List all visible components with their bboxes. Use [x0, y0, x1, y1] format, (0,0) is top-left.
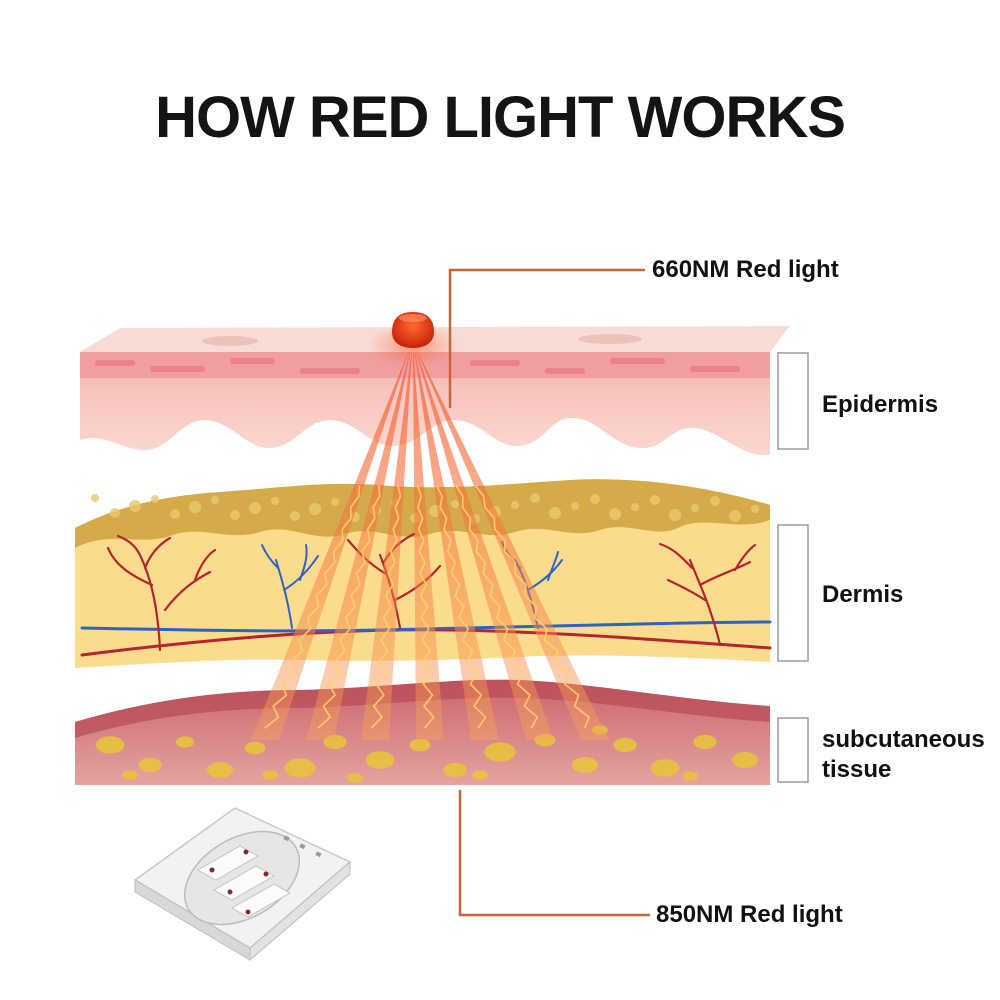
fat-cell — [207, 762, 233, 778]
label-epidermis: Epidermis — [822, 391, 939, 418]
fat-cell — [244, 741, 266, 755]
light-wave — [435, 484, 487, 729]
label-660nm-red-light: 660NM Red light — [652, 256, 839, 283]
fat-cell — [262, 770, 278, 780]
dermis-bump — [110, 508, 120, 518]
fat-cell — [650, 759, 680, 777]
dermis-bump — [331, 498, 339, 506]
fat-cell — [682, 771, 698, 781]
light-wave — [264, 485, 361, 729]
light-wave — [474, 484, 591, 729]
fat-cell — [365, 751, 395, 769]
layer-brackets — [777, 352, 809, 783]
light-beam — [416, 348, 609, 740]
dermis-bump — [710, 496, 720, 506]
callout-850 — [458, 790, 650, 917]
callout-660 — [448, 268, 645, 408]
fat-cell — [175, 736, 195, 748]
dermis-bump — [91, 494, 99, 502]
dermis-bump — [211, 496, 219, 504]
light-beam — [414, 348, 499, 740]
light-beam — [361, 348, 412, 740]
light-beam — [306, 348, 411, 740]
fat-cell — [138, 757, 162, 773]
dermis-bump — [189, 501, 201, 513]
fat-cell — [122, 770, 138, 780]
dermis-bump — [609, 508, 621, 520]
fat-cell — [732, 752, 758, 768]
fat-cell — [409, 738, 431, 752]
dermis-bump — [691, 504, 699, 512]
light-beam — [415, 348, 554, 740]
dermis-bump — [249, 502, 261, 514]
fat-cell — [95, 736, 125, 754]
dermis-bracket — [777, 524, 809, 662]
dermis-bump — [271, 497, 279, 505]
dermis-bump — [451, 500, 459, 508]
label-subcutaneous-tissue: subcutaneous tissue — [822, 726, 985, 783]
dermis-bump — [650, 495, 660, 505]
dermis-bump — [729, 510, 741, 522]
dermis-bump — [290, 511, 300, 521]
fat-cell — [572, 757, 598, 773]
subcutaneous-bracket — [777, 717, 809, 783]
dermis-bump — [530, 493, 540, 503]
dermis-bump — [309, 503, 321, 515]
page-title: HOW RED LIGHT WORKS — [155, 85, 846, 150]
dermis-bump — [170, 509, 180, 519]
dermis-bump — [549, 507, 561, 519]
fat-cell — [443, 762, 467, 778]
light-beam — [251, 348, 410, 740]
dermis-bump — [571, 502, 579, 510]
fat-cell — [284, 758, 316, 778]
fat-cell — [613, 737, 637, 753]
light-wave — [416, 484, 435, 729]
dermis-bump — [751, 505, 759, 513]
light-wave — [370, 485, 402, 729]
dermis-bump — [151, 495, 159, 503]
led-lamp-icon — [368, 312, 458, 367]
light-beam — [413, 348, 444, 740]
led-chip-icon — [133, 807, 352, 962]
fat-cell — [693, 734, 717, 750]
light-wave — [455, 484, 539, 729]
fat-cell — [484, 742, 516, 762]
dermis-bump — [230, 510, 240, 520]
light-wave — [317, 485, 381, 729]
fat-cell — [472, 770, 488, 780]
callout-lines — [448, 268, 650, 917]
dermis-bump — [590, 494, 600, 504]
dermis-bump — [129, 500, 141, 512]
label-dermis: Dermis — [822, 581, 904, 608]
label-850nm-red-light: 850NM Red light — [656, 901, 843, 928]
dermis-bump — [511, 501, 519, 509]
dermis-bump — [669, 509, 681, 521]
dermis-bump — [631, 503, 639, 511]
light-beams — [251, 348, 609, 740]
epidermis-bracket — [777, 352, 809, 450]
fat-cell — [347, 773, 363, 783]
